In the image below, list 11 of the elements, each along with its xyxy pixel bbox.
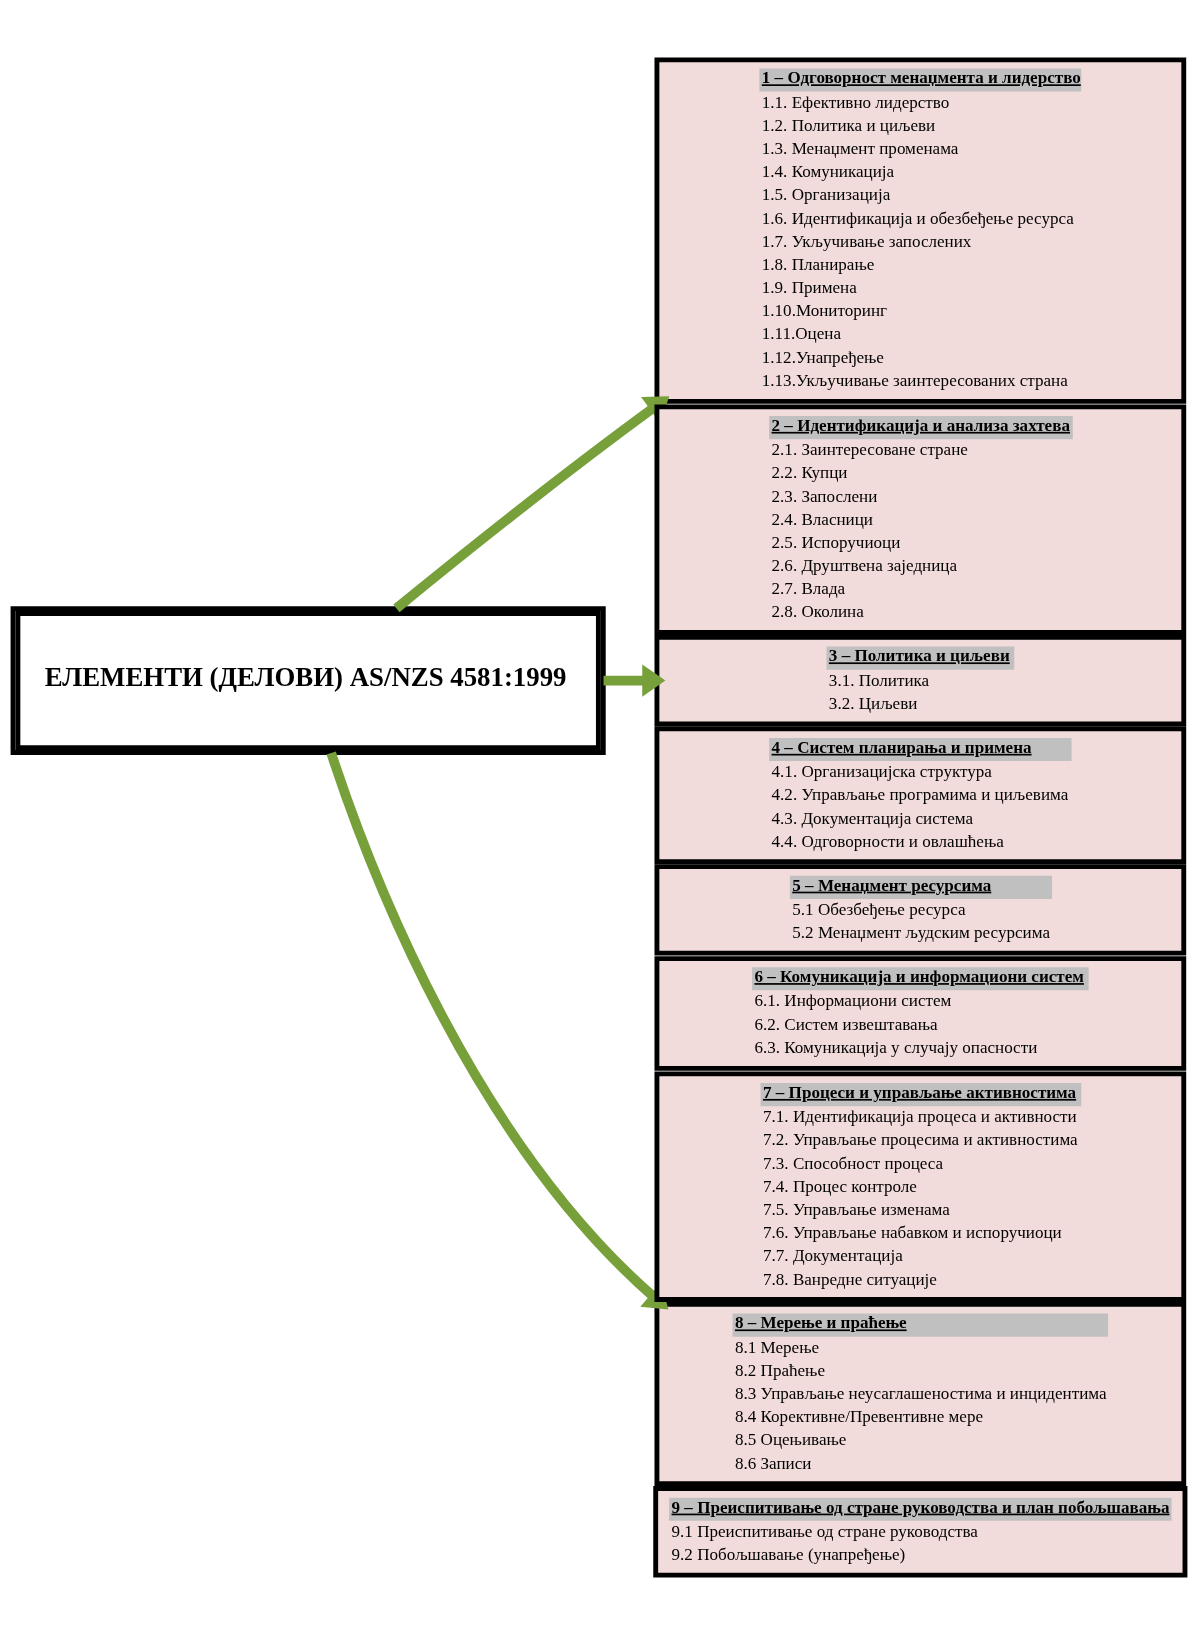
node-box: 8 – Мерење и праћење 8.1 Мерење 8.2 Праћење 8.3 Управљање неусаглашеностима и инцидентима 8.4 Корективне/Превентивне мере 8.5 Оцењивање 8.6 Записи	[654, 1301, 1187, 1486]
node-box: 9 – Преиспитивање од стране руководства и план побољшавања 9.1 Преиспитивање од стране руководства 9.2 Побољшавање (унапређење)	[653, 1485, 1188, 1578]
node-box: 1 – Одговорност менаџмента и лидерство 1.1. Ефективно лидерство 1.2. Политика и циљеви 1.3. Менаџмент променама 1.4. Комуникација 1.5. Организација 1.6. Идентификација и обезбеђење ресурса 1.7. Укључивање запослених 1.8. Планирање 1.9. Примена 1.10.Мониторинг 1.11.Оцена 1.12.Унапређење 1.13.Укључивање заинтересованих страна	[654, 56, 1187, 404]
node-box: ЕЛЕМЕНТИ (ДЕЛОВИ) AS/NZS 4581:1999	[10, 605, 606, 755]
arrow	[603, 663, 666, 697]
node-box: 4 – Систем планирања и примена 4.1. Организацијска структура 4.2. Управљање програмима и циљевима 4.3. Документација система 4.4. Одговорности и овлашћења	[654, 725, 1187, 864]
node-box: 7 – Процеси и управљање активностима 7.1. Идентификација процеса и активности 7.2. Управљање процесима и активностима 7.3. Способност процеса 7.4. Процес контроле 7.5. Управљање изменама 7.6. Управљање набавком и испоручиоци 7.7. Документација 7.8. Ванредне ситуације	[654, 1070, 1187, 1302]
node-box: 5 – Менаџмент ресурсима 5.1 Обезбеђење ресурса 5.2 Менаџмент људским ресурсима	[654, 863, 1187, 956]
node-box: 3 – Политика и циљеви 3.1. Политика 3.2. Циљеви	[654, 634, 1187, 726]
node-box: 2 – Идентификација и анализа захтева 2.1. Заинтересоване стране 2.2. Купци 2.3. Запослени 2.4. Власници 2.5. Испоручиоци 2.6. Друштвена заједница 2.7. Влада 2.8. Околина	[654, 403, 1187, 635]
node-box: 6 – Комуникација и информациони систем 6.1. Информациони систем 6.2. Систем извештавања 6.3. Комуникација у случају опасности	[654, 955, 1187, 1071]
